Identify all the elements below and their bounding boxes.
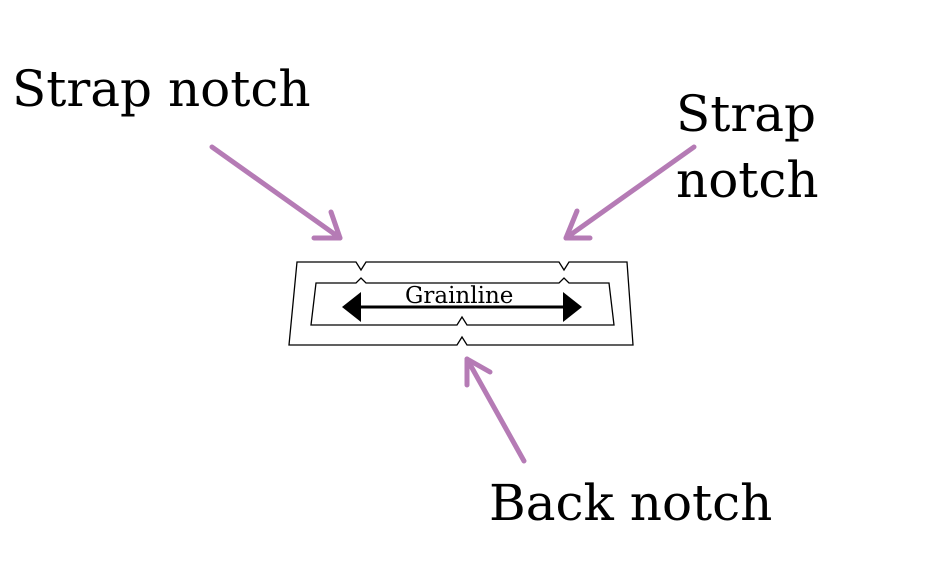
grainline-label: Grainline bbox=[405, 283, 513, 309]
inner-seam-line bbox=[310, 277, 615, 326]
strap-notch-left-label: Strap notch bbox=[12, 60, 311, 118]
arrow-icon-back bbox=[464, 356, 527, 464]
back-notch-label: Back notch bbox=[489, 474, 772, 532]
strap-notch-right-label-line1: Strap bbox=[676, 85, 816, 143]
outer-cutting-line bbox=[288, 261, 634, 346]
arrow-icon-strap-left bbox=[209, 144, 343, 241]
double-headed-arrow-icon bbox=[342, 292, 582, 322]
pattern-piece: Grainline bbox=[288, 261, 634, 346]
strap-notch-right-label-line2: notch bbox=[676, 151, 819, 209]
arrow-icon-strap-right bbox=[563, 144, 697, 241]
